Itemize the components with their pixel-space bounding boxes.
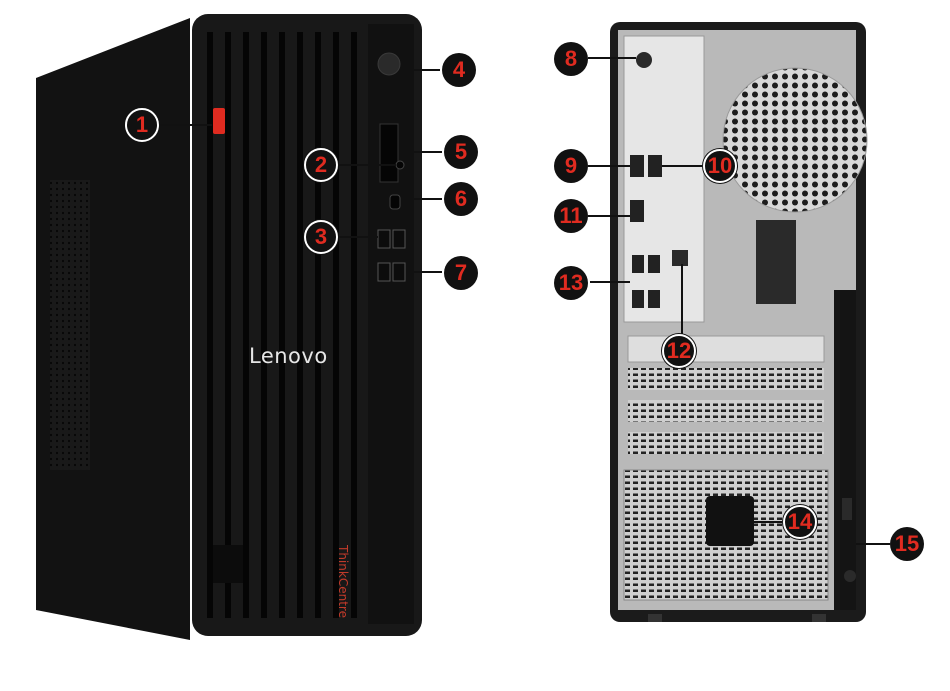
callout-11: 11 — [554, 199, 588, 233]
callout-3: 3 — [304, 220, 338, 254]
callout-1: 1 — [125, 108, 159, 142]
callout-9: 9 — [554, 149, 588, 183]
front-tower — [36, 14, 422, 640]
callout-14: 14 — [783, 505, 817, 539]
callout-5: 5 — [444, 135, 478, 169]
callout-13: 13 — [554, 266, 588, 300]
callout-4: 4 — [442, 53, 476, 87]
callout-12: 12 — [662, 334, 696, 368]
callout-6: 6 — [444, 182, 478, 216]
callout-2: 2 — [304, 148, 338, 182]
leader-lines — [158, 57, 890, 545]
callout-8: 8 — [554, 42, 588, 76]
rear-tower — [610, 22, 868, 622]
callout-7: 7 — [444, 256, 478, 290]
callout-15: 15 — [890, 527, 924, 561]
callout-10: 10 — [703, 149, 737, 183]
lenovo-logo: Lenovo — [249, 344, 328, 368]
thinkcentre-logo: ThinkCentre — [336, 545, 350, 618]
